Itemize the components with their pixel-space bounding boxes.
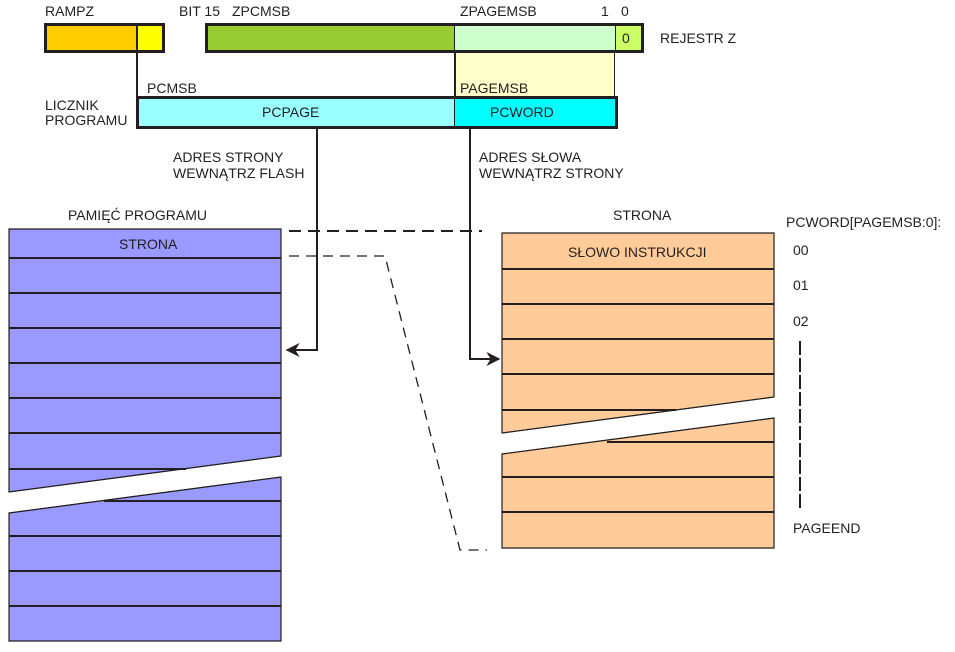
page-block: [501, 232, 775, 549]
page-block-upper: [501, 232, 775, 434]
program-memory-title: PAMIĘĆ PROGRAMU: [68, 207, 207, 223]
rampz-label: RAMPZ: [45, 3, 94, 19]
program-memory-block: [8, 228, 282, 642]
page-block-rows: [502, 268, 774, 513]
pcword-index: 01: [793, 277, 809, 293]
bit15-label: BIT 15: [179, 3, 220, 19]
page-block-lower: [501, 417, 775, 549]
page-first-row-label: SŁOWO INSTRUKCJI: [568, 244, 707, 260]
pcmsb-label: PCMSB: [147, 80, 197, 96]
pcword-index: 02: [793, 313, 809, 329]
page-end-label: PAGEEND: [793, 520, 861, 536]
program-memory-first-row-label: STRONA: [119, 236, 178, 252]
page-bottom-projection: [289, 255, 487, 551]
pagemsb-label: PAGEMSB: [460, 80, 529, 96]
word-address-label-line1: ADRES SŁOWA: [479, 149, 582, 165]
zpcmsb-label: ZPCMSB: [232, 3, 291, 19]
z-bit0-value: 0: [622, 30, 630, 46]
pc-name-line1: LICZNIK: [45, 97, 99, 113]
pcword-label: PCWORD: [490, 104, 554, 120]
bit1-label: 1: [601, 3, 609, 19]
pcpage-label: PCPAGE: [262, 104, 320, 120]
pagemsb-band: [454, 53, 615, 98]
pcword-index: 00: [793, 242, 809, 258]
z-bit0: [615, 26, 641, 50]
rampz-msb-bit: [136, 26, 162, 50]
page-address-label-line1: ADRES STRONY: [173, 149, 284, 165]
word-address-arrow: [469, 127, 501, 366]
page-address-label-line2: WEWNĄTRZ FLASH: [173, 165, 305, 181]
bit0-label: 0: [621, 3, 629, 19]
pcword-index-header: PCWORD[PAGEMSB:0]:: [786, 214, 942, 230]
page-address-arrow: [285, 127, 318, 357]
program-memory-rows: [9, 257, 281, 607]
zpagemsb-label: ZPAGEMSB: [460, 3, 537, 19]
register-z-name: REJESTR Z: [660, 30, 737, 46]
word-address-label-line2: WEWNĄTRZ STRONY: [479, 165, 624, 181]
pc-name-line2: PROGRAMU: [45, 112, 128, 128]
program-memory-upper: [8, 228, 282, 493]
page-title: STRONA: [613, 207, 672, 223]
pcword-field: [454, 99, 615, 126]
z-page-bits: [454, 26, 615, 50]
